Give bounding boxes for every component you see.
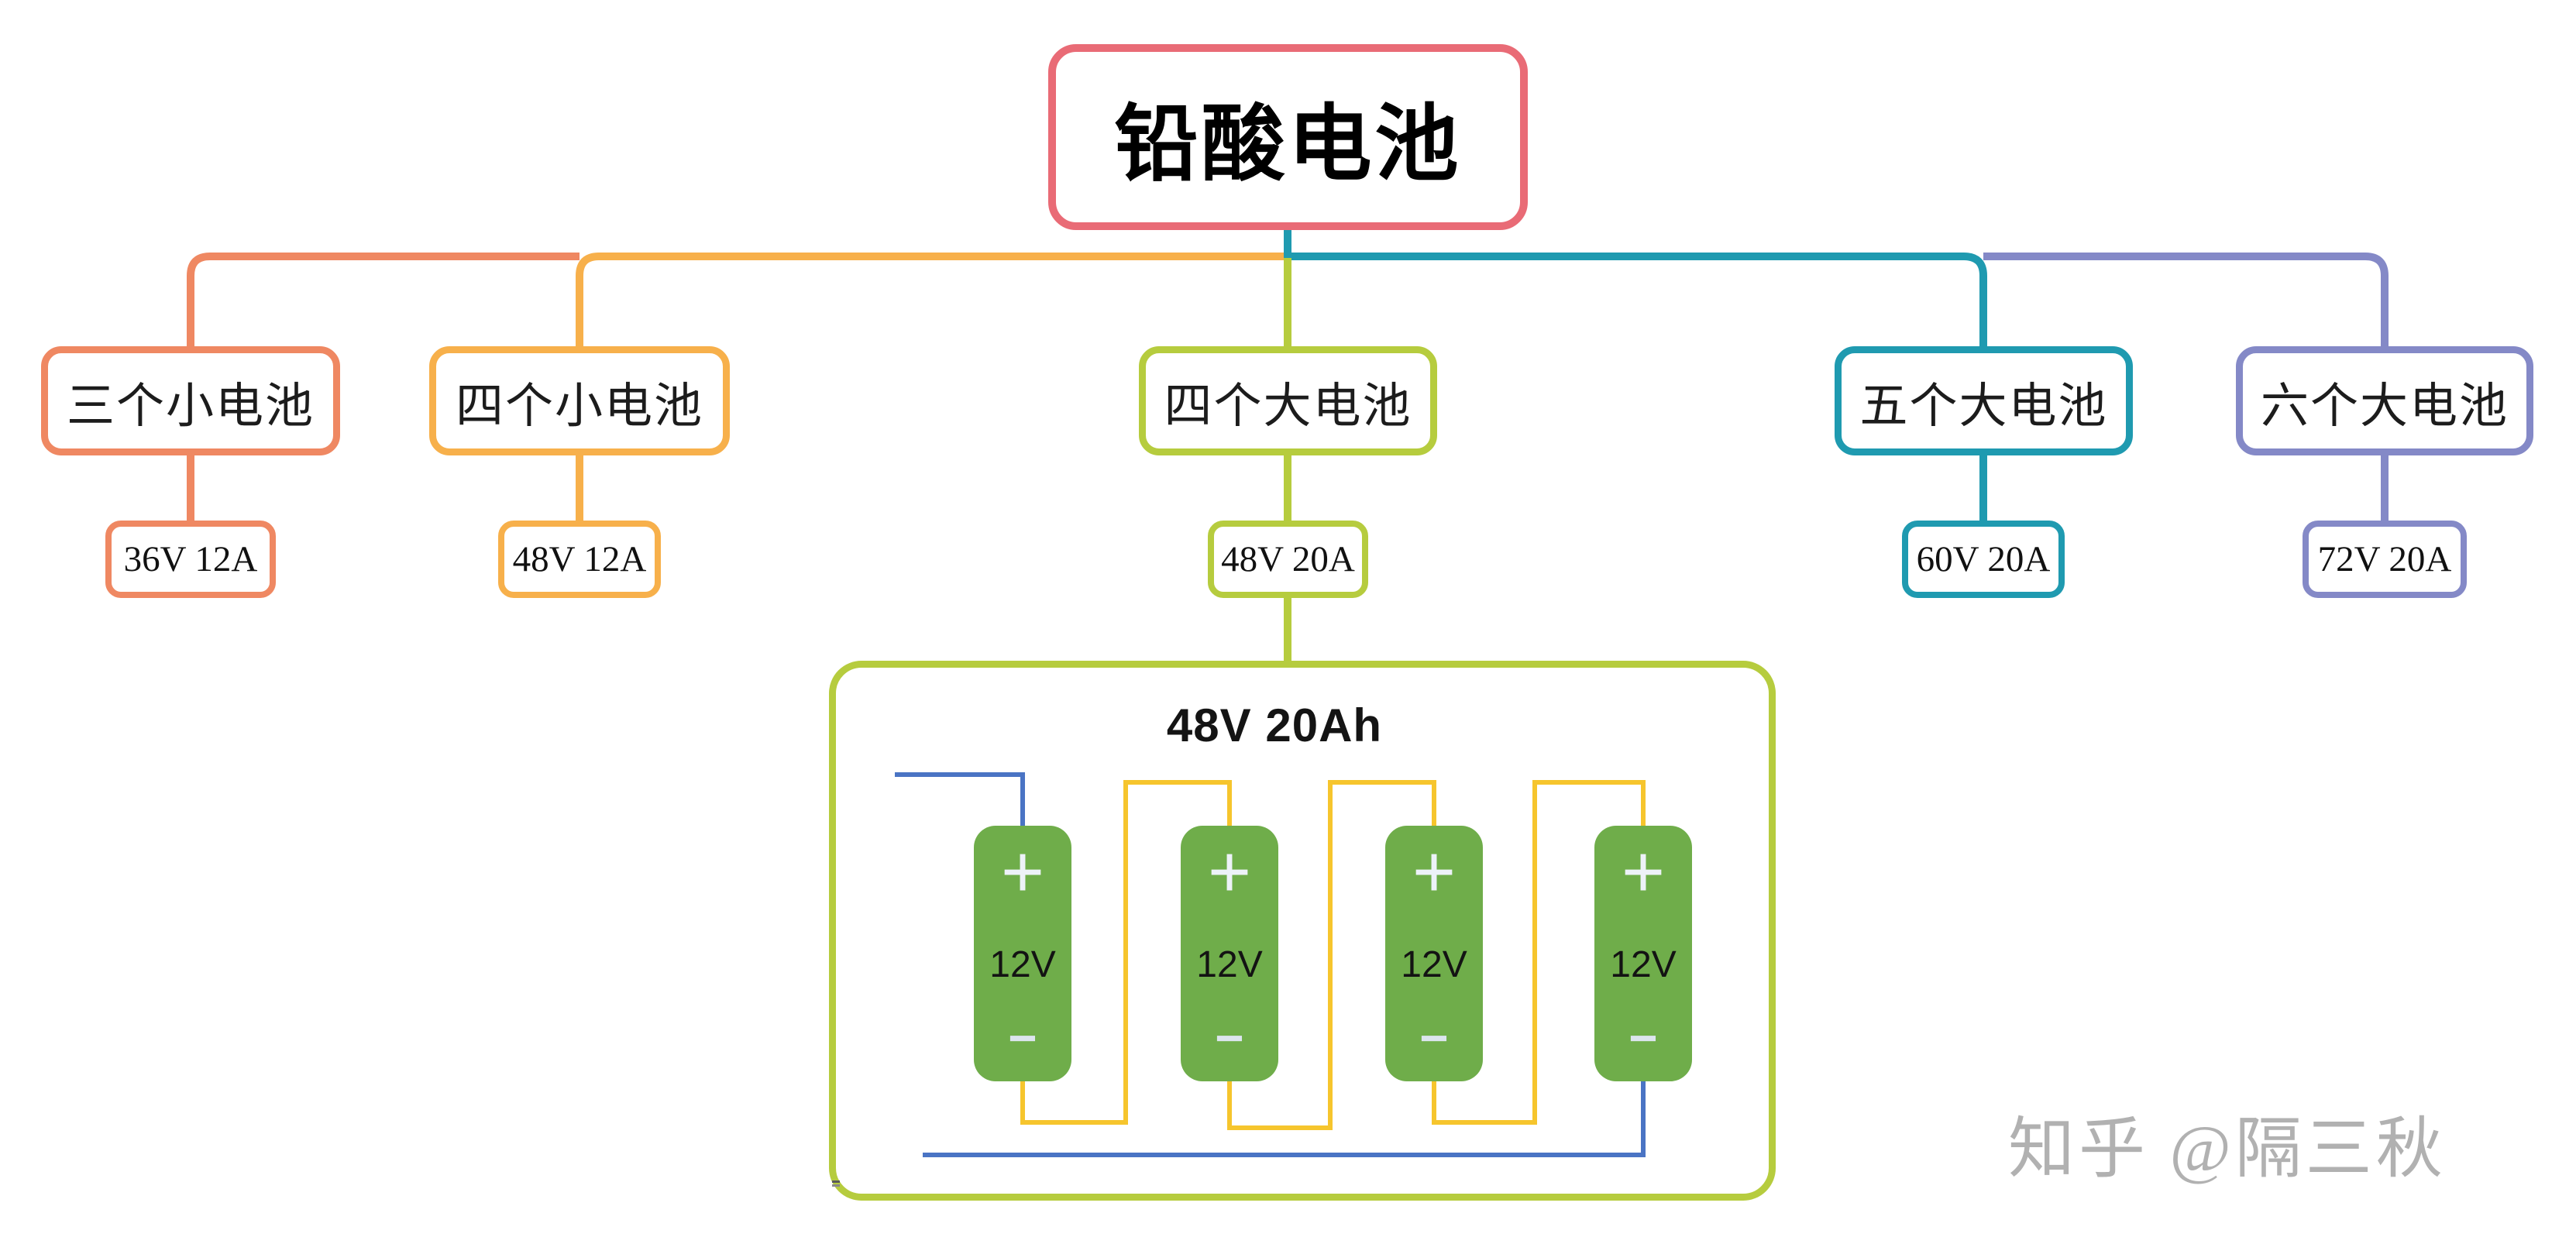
spec-label-4: 60V 20A	[1916, 539, 2051, 579]
connector-branch-2	[576, 253, 1288, 524]
watermark: 知乎 @隔三秋	[2008, 1112, 2447, 1186]
root-label: 铅酸电池	[1114, 97, 1462, 191]
voltage-label: 12V	[1610, 944, 1677, 985]
minus-terminal-label: −	[1008, 1010, 1037, 1066]
branch-node-5: 六个大电池	[2236, 346, 2533, 455]
voltage-label: 12V	[1196, 944, 1263, 985]
battery-cell-3: + 12V −	[1385, 826, 1483, 1081]
spec-label-3: 48V 20A	[1221, 539, 1355, 579]
plus-terminal-label: +	[1412, 830, 1457, 913]
spec-label-1: 36V 12A	[123, 539, 258, 579]
plus-terminal-label: +	[1207, 830, 1252, 913]
branch-node-2: 四个小电池	[429, 346, 730, 455]
connector-branch-4	[1284, 227, 1987, 524]
connector-branch-5	[1983, 253, 2389, 524]
branch-label-5: 六个大电池	[2260, 379, 2509, 433]
detail-panel	[829, 661, 1776, 1201]
plus-terminal-label: +	[1000, 830, 1045, 913]
spec-label-2: 48V 12A	[512, 539, 647, 579]
stray-mark	[832, 1180, 840, 1187]
detail-title: 48V 20Ah	[1166, 699, 1383, 751]
connector-branch-1	[187, 253, 580, 524]
wire-series-yellow	[1020, 780, 1646, 1130]
branch-node-1: 三个小电池	[41, 346, 340, 455]
root-node: 铅酸电池	[1048, 44, 1528, 230]
spec-node-5: 72V 20A	[2303, 521, 2467, 598]
battery-cell-2: + 12V −	[1181, 826, 1278, 1081]
branch-label-3: 四个大电池	[1164, 379, 1412, 433]
minus-terminal-label: −	[1628, 1010, 1658, 1066]
branch-node-4: 五个大电池	[1835, 346, 2133, 455]
spec-node-1: 36V 12A	[105, 521, 276, 598]
voltage-label: 12V	[1401, 944, 1467, 985]
spec-label-5: 72V 20A	[2317, 539, 2452, 579]
minus-terminal-label: −	[1215, 1010, 1244, 1066]
voltage-label: 12V	[989, 944, 1056, 985]
branch-label-2: 四个小电池	[455, 379, 703, 433]
branch-label-1: 三个小电池	[66, 379, 315, 433]
spec-node-2: 48V 12A	[498, 521, 661, 598]
minus-terminal-label: −	[1419, 1010, 1449, 1066]
plus-terminal-label: +	[1621, 830, 1666, 913]
wire-terminal-blue	[895, 772, 1646, 1157]
spec-node-3: 48V 20A	[1208, 521, 1368, 598]
branch-label-4: 五个大电池	[1859, 379, 2108, 433]
battery-cell-1: + 12V −	[974, 826, 1071, 1081]
branch-node-3: 四个大电池	[1139, 346, 1437, 455]
battery-cell-4: + 12V −	[1594, 826, 1692, 1081]
spec-node-4: 60V 20A	[1902, 521, 2065, 598]
